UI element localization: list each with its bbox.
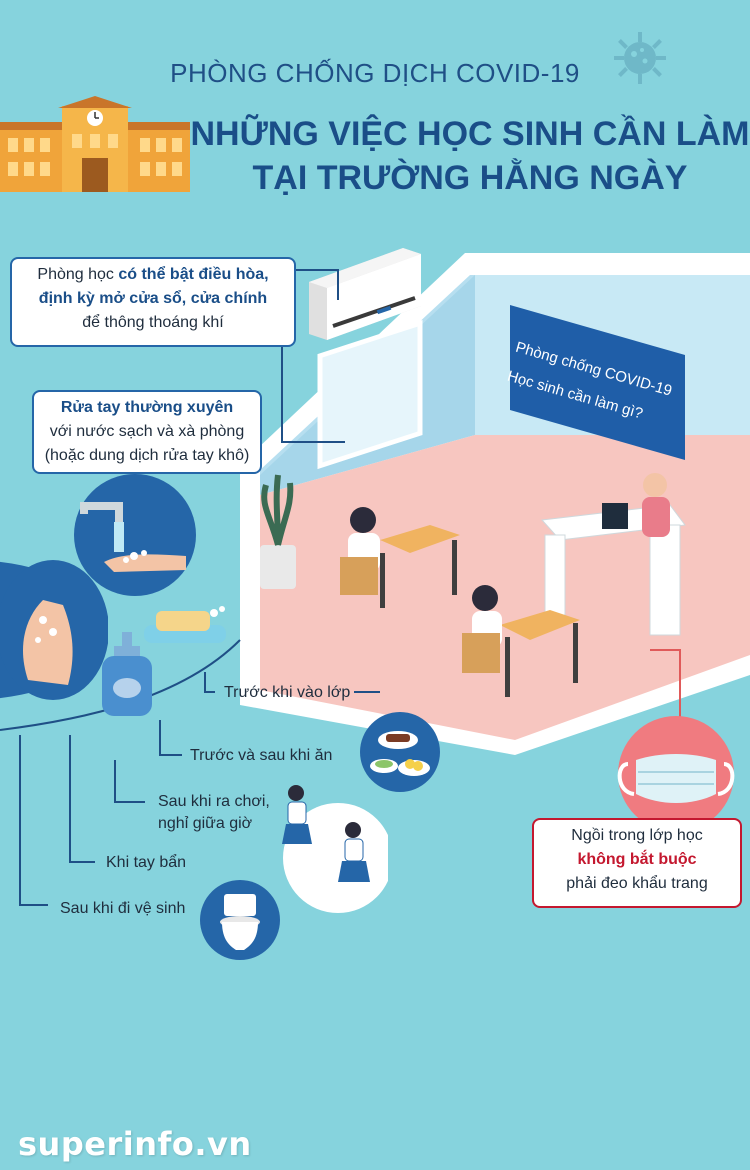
callout-handwash: Rửa tay thường xuyên với nước sạch và xà… [32, 390, 262, 474]
wash-moment-1: Trước khi vào lớp [224, 684, 351, 701]
subtitle: PHÒNG CHỐNG DỊCH COVID-19 [170, 58, 580, 88]
wash-moment-3: Sau khi ra chơi, nghỉ giữa giờ [158, 791, 270, 835]
running-water-icon [74, 474, 196, 596]
handwash-line2: với nước sạch và xà phòng [49, 423, 245, 440]
handwash-line3: (hoặc dung dịch rửa tay khô) [44, 447, 250, 464]
wash-moment-3-line1: Sau khi ra chơi, [158, 793, 270, 810]
students-playing-icon [278, 778, 393, 918]
main-title-line1: NHỮNG VIỆC HỌC SINH CẦN LÀM [190, 115, 750, 153]
mask-line3: phải đeo khẩu trang [566, 875, 708, 892]
main-title: NHỮNG VIỆC HỌC SINH CẦN LÀM TẠI TRƯỜNG H… [190, 112, 750, 200]
mask-line2: không bắt buộc [577, 851, 697, 868]
ventilation-text-d: để thông thoáng khí [82, 314, 224, 331]
meal-icon [360, 712, 440, 792]
ventilation-text-a: Phòng học [37, 266, 119, 283]
mask-line1: Ngồi trong lớp học [571, 827, 703, 844]
callout-mask: Ngồi trong lớp học không bắt buộc phải đ… [532, 818, 742, 908]
main-title-line2: TẠI TRƯỜNG HẰNG NGÀY [252, 159, 688, 197]
wash-moment-2: Trước và sau khi ăn [190, 747, 333, 764]
ventilation-text-b: có thể bật điều hòa, [118, 266, 269, 283]
classroom-illustration: Phòng chống COVID-19 Học sinh cần làm gì… [230, 235, 750, 765]
soap-dish-icon [144, 605, 226, 645]
hands-soap-icon [0, 560, 109, 700]
wash-moment-3-line2: nghỉ giữa giờ [158, 815, 253, 832]
school-building-icon [0, 96, 190, 192]
wash-moment-5: Sau khi đi vệ sinh [60, 900, 186, 917]
toilet-icon [200, 880, 280, 960]
wash-moment-4: Khi tay bẩn [106, 854, 187, 871]
face-mask-icon [610, 712, 742, 832]
handwash-bold: Rửa tay thường xuyên [60, 399, 234, 416]
callout-ventilation: Phòng học có thể bật điều hòa, định kỳ m… [10, 257, 296, 347]
virus-icon [612, 30, 668, 86]
ventilation-text-c: định kỳ mở cửa sổ, cửa chính [38, 290, 268, 307]
hand-sanitizer-icon [100, 632, 154, 718]
watermark: superinfo.vn [18, 1125, 252, 1163]
